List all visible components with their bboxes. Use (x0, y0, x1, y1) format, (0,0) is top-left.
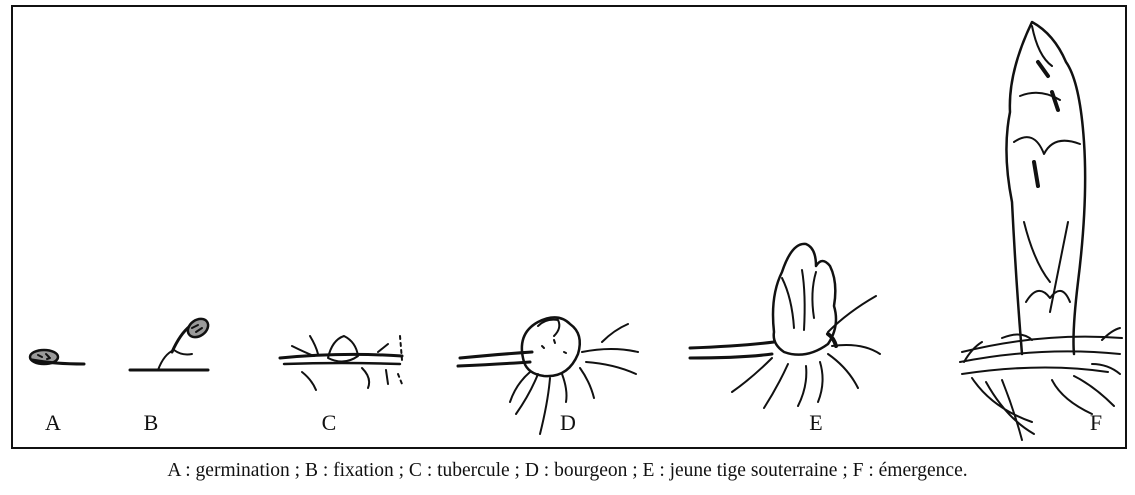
stage-label-a: A (45, 412, 61, 434)
stage-e-underground-stem-illustration (690, 244, 880, 408)
stage-label-f: F (1090, 412, 1102, 434)
stage-c-tubercle-illustration (280, 336, 402, 390)
stage-label-e: E (809, 412, 822, 434)
stage-label-d: D (560, 412, 576, 434)
stage-f-emergence-illustration (960, 22, 1122, 440)
stage-label-c: C (322, 412, 337, 434)
stage-a-seed-illustration (30, 350, 84, 364)
stage-b-fixation-illustration (130, 315, 212, 370)
stage-label-b: B (144, 412, 159, 434)
figure-frame: A B C D E F (11, 5, 1127, 449)
figure-caption: A : germination ; B : fixation ; C : tub… (0, 458, 1135, 484)
plant-development-illustration (13, 7, 1129, 451)
stage-d-bud-illustration (458, 317, 638, 434)
